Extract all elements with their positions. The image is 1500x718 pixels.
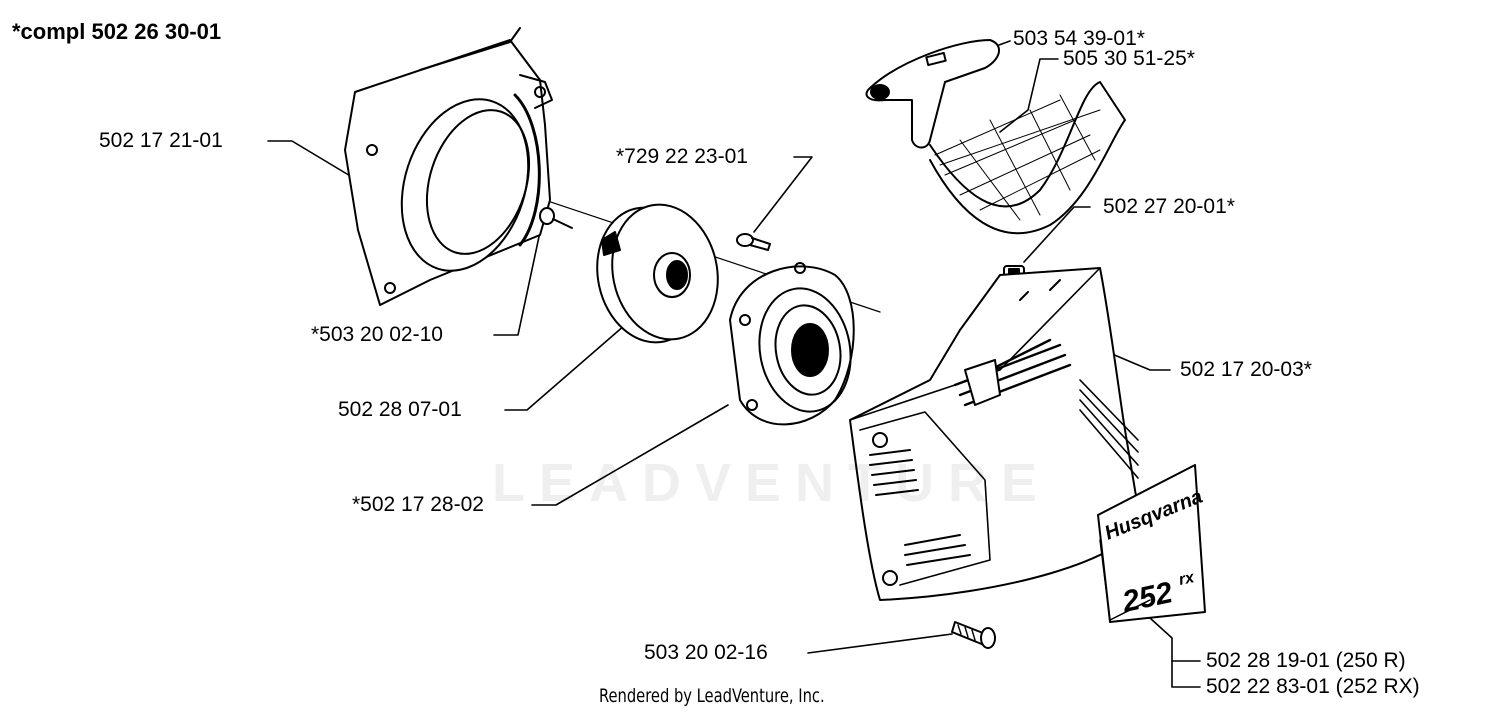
screw-503-20-02-16-drawing xyxy=(951,621,996,649)
footer-credit: Rendered by LeadVenture, Inc. xyxy=(599,685,825,707)
starter-pulley-drawing xyxy=(729,262,855,426)
part-label-p8[interactable]: 502 27 20-01* xyxy=(1103,195,1235,218)
watermark: LEADVENTURE xyxy=(492,453,1052,513)
leader-p4 xyxy=(531,404,729,506)
fan-housing-drawing xyxy=(344,27,553,306)
part-label-p6[interactable]: 503 54 39-01* xyxy=(1013,27,1145,50)
leader-p8 xyxy=(1023,206,1091,263)
part-label-p1[interactable]: 502 17 21-01 xyxy=(99,129,223,152)
screw-503-20-02-10-drawing xyxy=(539,207,573,229)
starter-handle-drawing xyxy=(865,39,1126,235)
part-label-p12[interactable]: 502 22 83-01 (252 RX) xyxy=(1206,675,1420,698)
part-label-p3[interactable]: 502 28 07-01 xyxy=(338,398,462,421)
leader-p3 xyxy=(504,324,626,411)
part-label-p7[interactable]: 505 30 51-25* xyxy=(1063,47,1195,70)
part-label-p4[interactable]: *502 17 28-02 xyxy=(352,493,484,516)
leader-decal xyxy=(1149,617,1173,662)
leader-p7 xyxy=(999,58,1059,133)
pulley-drawing xyxy=(596,203,719,344)
part-label-p11[interactable]: 502 28 19-01 (250 R) xyxy=(1206,649,1406,672)
leader-p2 xyxy=(493,231,541,336)
part-label-p9[interactable]: 502 17 20-03* xyxy=(1180,358,1312,381)
assembly-title: *compl 502 26 30-01 xyxy=(12,19,222,44)
leader-p10 xyxy=(807,633,953,654)
decal-model-suffix: rx xyxy=(1177,569,1196,589)
leader-p5 xyxy=(753,156,813,233)
part-label-p5[interactable]: *729 22 23-01 xyxy=(616,145,748,168)
leader-p9 xyxy=(1097,347,1171,371)
leader-p6 xyxy=(998,40,1011,46)
part-label-p2[interactable]: *503 20 02-10 xyxy=(311,323,443,346)
starter-cover-drawing xyxy=(849,267,1141,601)
screw-729-22-23-01-drawing xyxy=(736,233,771,251)
part-label-p10[interactable]: 503 20 02-16 xyxy=(644,641,768,664)
leader-p11-p12 xyxy=(1171,660,1201,688)
leader-p1 xyxy=(267,140,363,184)
